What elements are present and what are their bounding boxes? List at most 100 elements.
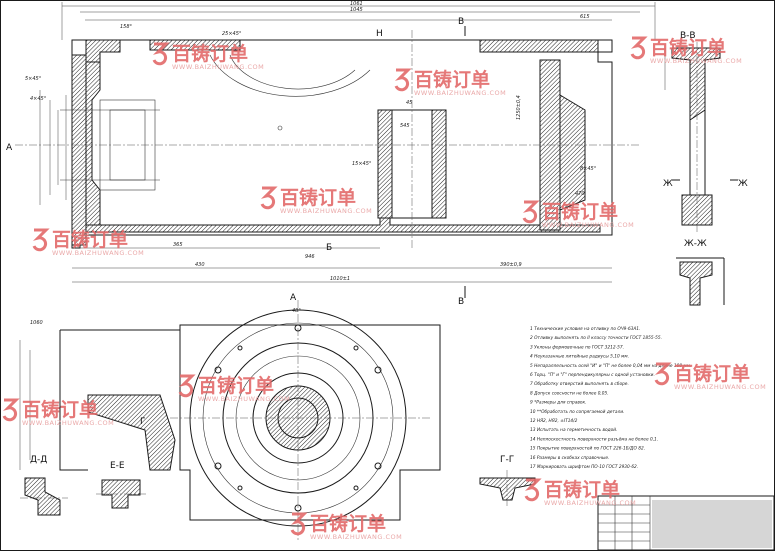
watermark-url: WWW.BAIZHUWANG.COM bbox=[52, 249, 144, 257]
dim-d14: 48° bbox=[292, 308, 301, 314]
watermark-text: 百铸订单 bbox=[674, 362, 750, 385]
marker-n: Н bbox=[376, 29, 383, 39]
watermark-glyph-icon bbox=[522, 200, 540, 224]
dim-d4: 25×45° bbox=[222, 31, 242, 37]
left-bore-dimensions: 4×45° 5×45° bbox=[25, 76, 67, 205]
dim-d3: 158° bbox=[120, 24, 133, 30]
tech-note-line: 15 Покрытие поверхностей по ГОСТ 226-1Б/… bbox=[530, 446, 645, 452]
tech-note-line: 5 Непараллельность осей "И" и "П" не бол… bbox=[530, 363, 691, 369]
watermark-url: WWW.BAIZHUWANG.COM bbox=[674, 383, 766, 391]
watermark-glyph-icon bbox=[394, 68, 412, 92]
tech-note-line: 17 Маркировать шрифтом ПО-10 ГОСТ 2930-6… bbox=[530, 464, 638, 470]
watermark-glyph-icon bbox=[630, 36, 648, 60]
view-a-front: А 48° 1060 Г bbox=[19, 293, 441, 540]
watermark-text: 百铸订单 bbox=[22, 398, 98, 421]
dim-d10: 8×45° bbox=[580, 166, 597, 172]
label-section-ee: Е-Е bbox=[110, 461, 125, 471]
watermark-text: 百铸订单 bbox=[172, 42, 248, 65]
watermark-glyph-icon bbox=[260, 186, 278, 210]
dim-d12: 615 bbox=[580, 14, 590, 20]
dim-d13: 5×45° bbox=[25, 76, 42, 82]
watermarks: 百铸订单WWW.BAIZHUWANG.COM百铸订单WWW.BAIZHUWANG… bbox=[2, 36, 766, 541]
dim-d7: 1250±0,4 bbox=[516, 95, 522, 120]
technical-notes: 1 Технические условия на отливку по ОЧ9-… bbox=[530, 326, 691, 470]
dim-bottom-total: 1010±1 bbox=[330, 276, 350, 282]
label-section-dd: Д-Д bbox=[30, 455, 47, 465]
tech-note-line: 3 Уклоны формовочные по ГОСТ 3212-57. bbox=[530, 344, 624, 350]
tech-note-line: 13 Испытать на герметичность водой. bbox=[530, 427, 617, 433]
label-section-gg: Г-Г bbox=[500, 455, 514, 465]
watermark-text: 百铸订单 bbox=[414, 68, 490, 91]
dim-top-inner: 1045 bbox=[350, 7, 363, 13]
tech-note-line: 10 **Обработать по сопрягаемой детали. bbox=[530, 409, 624, 415]
watermark-glyph-icon bbox=[654, 362, 672, 386]
marker-v-top: В bbox=[458, 17, 464, 27]
watermark-text: 百铸订单 bbox=[280, 186, 356, 209]
watermark-url: WWW.BAIZHUWANG.COM bbox=[414, 89, 506, 97]
marker-zh-left: Ж bbox=[663, 179, 673, 189]
watermark-text: 百铸订单 bbox=[544, 478, 620, 501]
watermark-text: 百铸订单 bbox=[650, 36, 726, 59]
dim-d1: 946 bbox=[305, 254, 315, 260]
section-vv-view: В-В Ж Ж bbox=[663, 31, 748, 232]
watermark-url: WWW.BAIZHUWANG.COM bbox=[280, 207, 372, 215]
watermark-text: 百铸订单 bbox=[542, 200, 618, 223]
tech-note-line: 7 Обработку отверстий выполнять в сборе. bbox=[530, 381, 629, 387]
watermark-url: WWW.BAIZHUWANG.COM bbox=[22, 419, 114, 427]
marker-g: Г bbox=[140, 417, 146, 427]
watermark-text: 百铸订单 bbox=[198, 374, 274, 397]
dim-bottom-right: 390±0,9 bbox=[500, 262, 522, 268]
dim-d2: 365 bbox=[173, 242, 183, 248]
watermark-glyph-icon bbox=[152, 42, 170, 66]
tech-note-line: 16 Размеры в скобках справочные. bbox=[530, 455, 609, 461]
label-section-vv: В-В bbox=[680, 31, 696, 41]
label-section-zhzh: Ж-Ж bbox=[684, 239, 707, 249]
label-view-a: А bbox=[290, 293, 297, 303]
marker-a: А bbox=[6, 143, 13, 153]
dim-d5: 45 bbox=[406, 100, 412, 106]
watermark-glyph-icon bbox=[290, 512, 308, 536]
tech-note-line: 2 Отливку выполнять по II классу точност… bbox=[530, 335, 662, 341]
tech-note-line: 1 Технические условия на отливку по ОЧ9-… bbox=[530, 326, 640, 332]
watermark-glyph-icon bbox=[524, 478, 542, 502]
watermark-glyph-icon bbox=[178, 374, 196, 398]
tech-note-line: 9 *Размеры для справок. bbox=[530, 400, 586, 406]
dim-bottom-left: 430 bbox=[195, 262, 205, 268]
tech-note-line: 4 Неуказанные литейные радиусы 5,10 мм. bbox=[530, 354, 629, 360]
dim-d15: 1060 bbox=[30, 320, 43, 326]
dim-d6: 545 bbox=[400, 123, 410, 129]
watermark-url: WWW.BAIZHUWANG.COM bbox=[650, 57, 742, 65]
watermark-url: WWW.BAIZHUWANG.COM bbox=[544, 499, 636, 507]
watermark-glyph-icon bbox=[2, 398, 20, 422]
watermark-url: WWW.BAIZHUWANG.COM bbox=[542, 221, 634, 229]
watermark-text: 百铸订单 bbox=[52, 228, 128, 251]
bolt-holes bbox=[214, 324, 382, 512]
watermark-glyph-icon bbox=[32, 228, 50, 252]
dim-d8: 4×45° bbox=[30, 96, 47, 102]
blurred-title-area bbox=[652, 500, 772, 548]
dim-top-overall: 1061 bbox=[350, 1, 363, 7]
title-block bbox=[597, 495, 775, 551]
section-ee-view: Е-Е bbox=[96, 461, 148, 509]
dim-d11: 15×45° bbox=[352, 161, 372, 167]
dim-d9: 470 bbox=[575, 191, 585, 197]
marker-b: Б bbox=[326, 243, 332, 253]
watermark-url: WWW.BAIZHUWANG.COM bbox=[310, 533, 402, 541]
section-dd-view: Д-Д bbox=[20, 455, 68, 516]
tech-note-line: 12 НЯ2, НЯ2, ±IT14/2 bbox=[530, 418, 578, 424]
main-section-view: 1061 1045 158° 25×45° 615 bbox=[6, 1, 656, 307]
watermark-text: 百铸订单 bbox=[310, 512, 386, 535]
tech-note-line: 6 Торц. "П" и "Г" перпендикулярны с одно… bbox=[530, 372, 655, 378]
